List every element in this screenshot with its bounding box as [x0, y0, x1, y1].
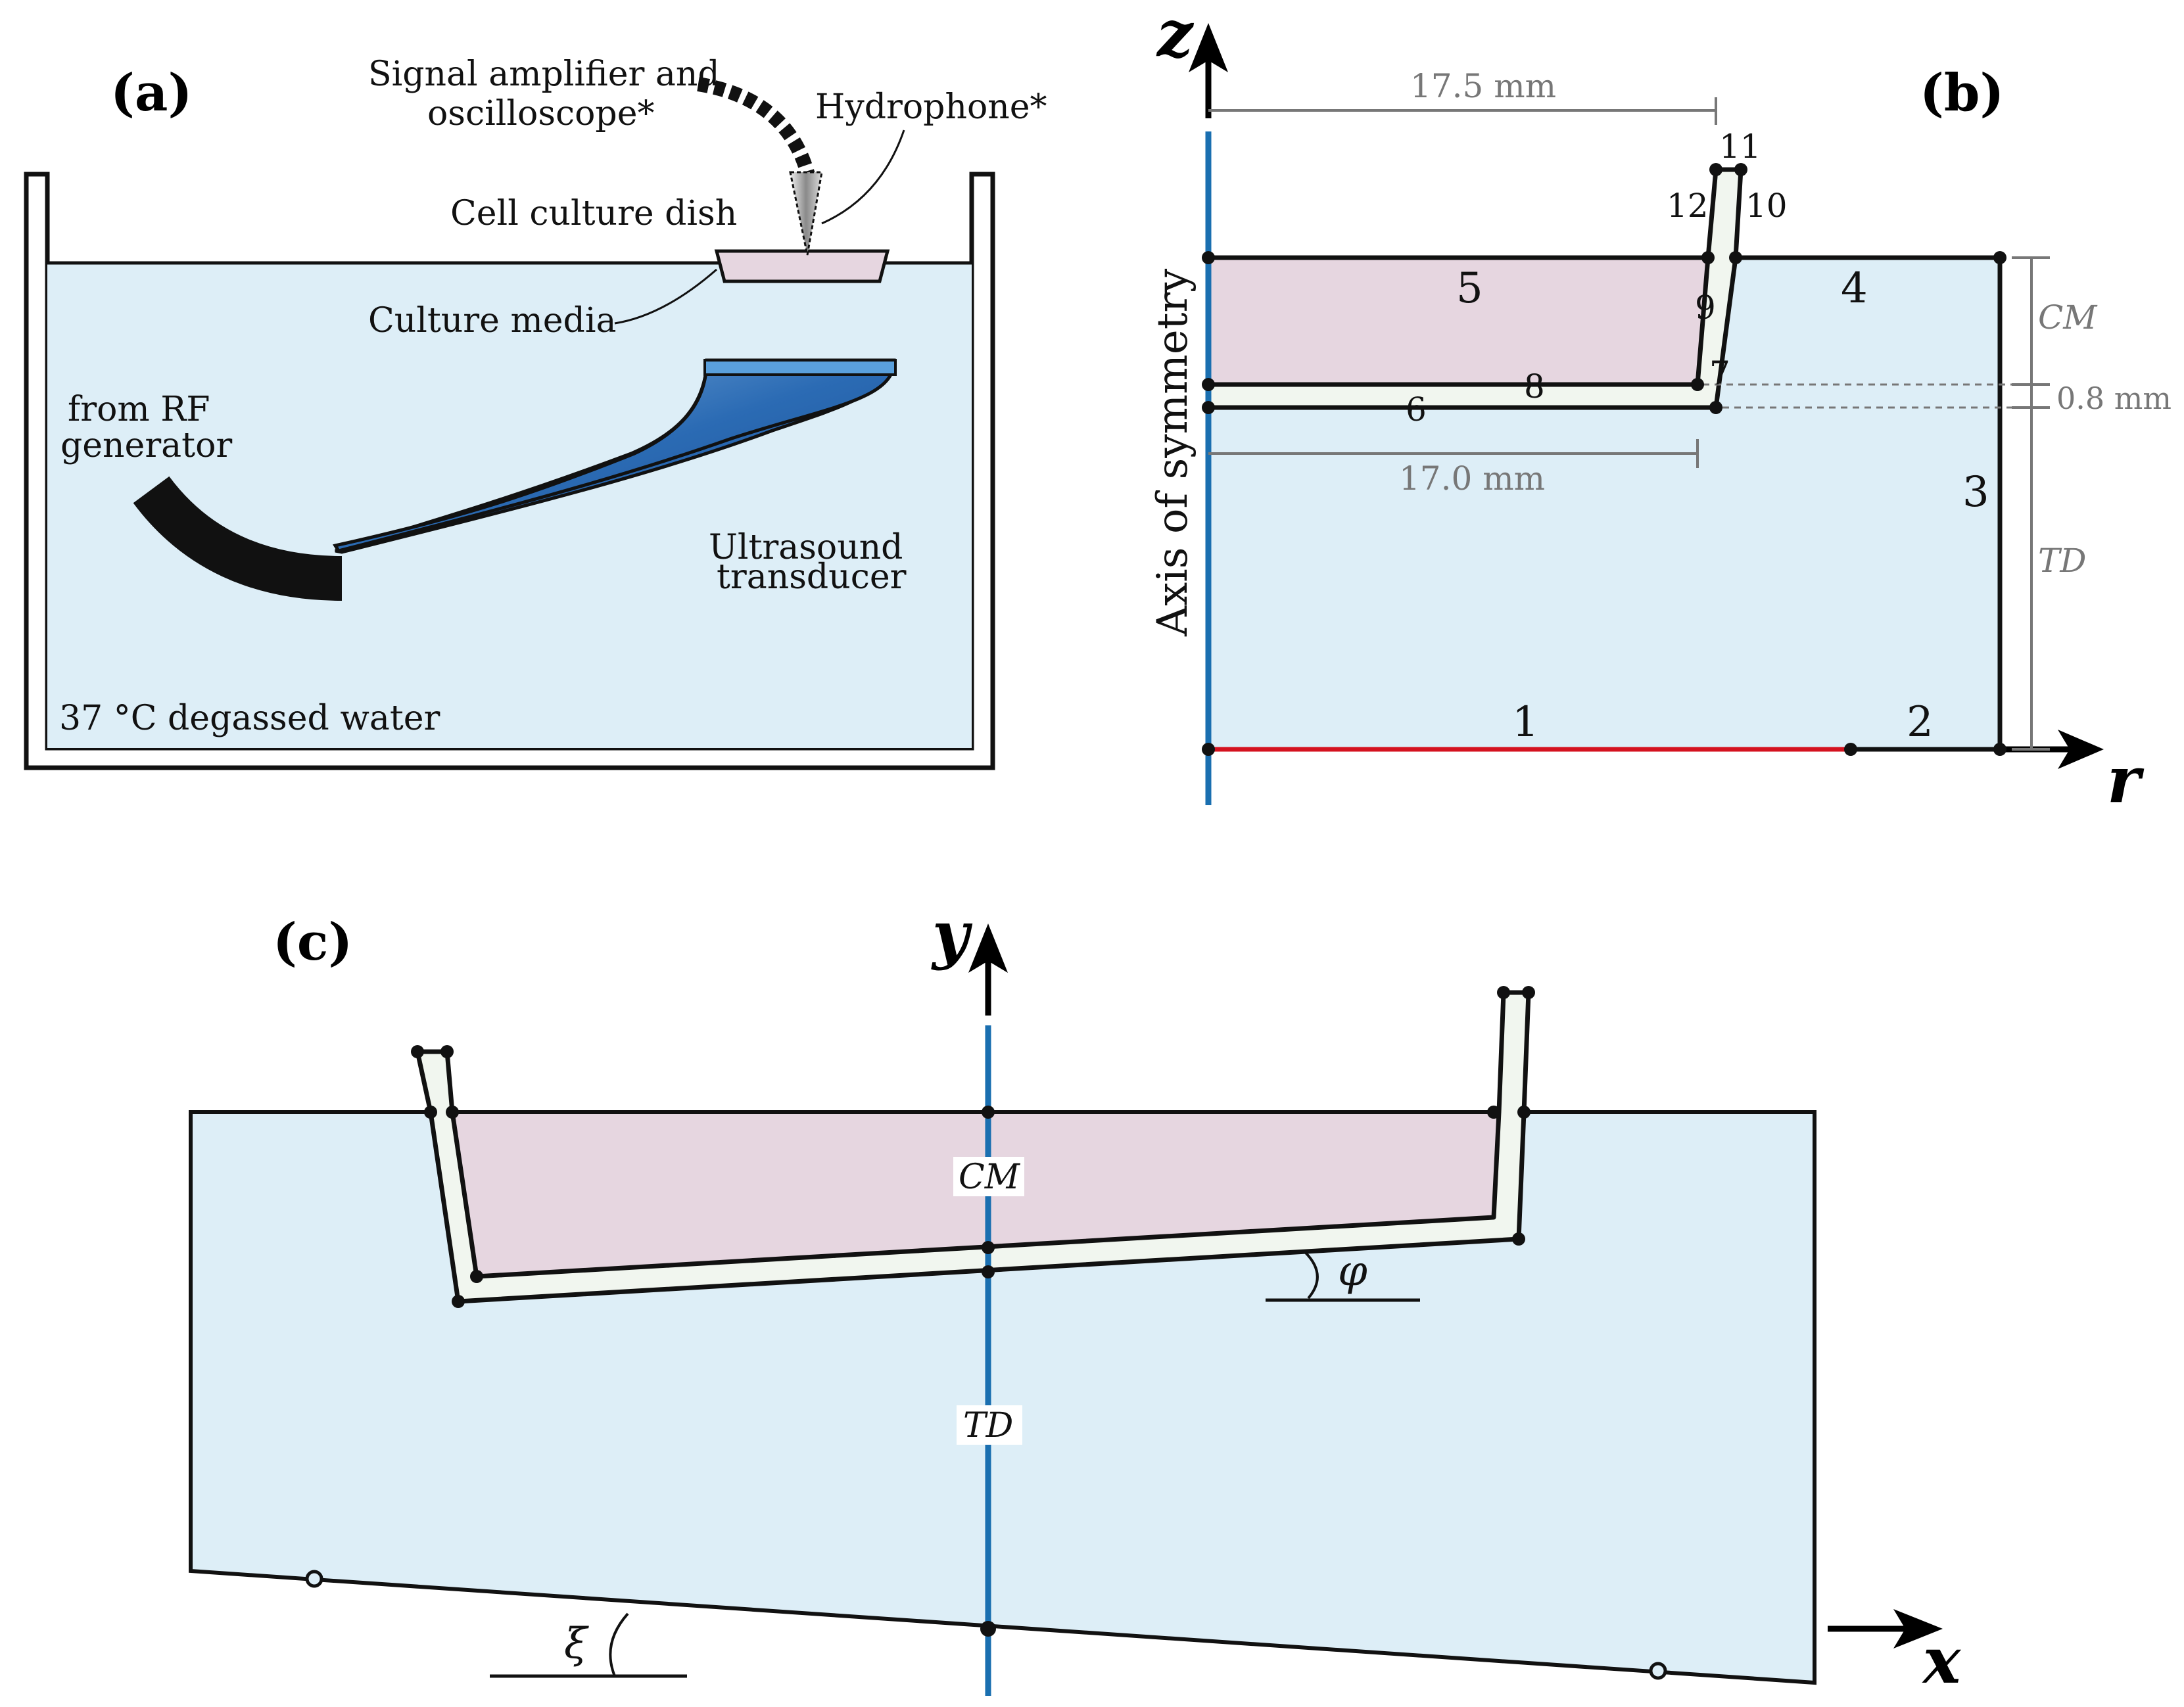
culture-media-label: Culture media: [368, 301, 616, 340]
z-arrowhead: [1189, 23, 1228, 72]
cm-label-b: CM: [2038, 298, 2098, 337]
boundary-1: 1: [1512, 698, 1539, 747]
x-arrowhead: [1893, 1609, 1943, 1649]
water-label: 37 °C degassed water: [59, 699, 440, 738]
cm-label-c: CM: [959, 1157, 1021, 1197]
panel-c: (c) y x CM TD φ ξ: [189, 897, 1962, 1698]
hydrophone-label: Hydrophone*: [815, 87, 1047, 127]
dimension-17-0: [1208, 439, 1699, 468]
transducer-label-1: Ultrasound: [709, 528, 903, 567]
boundary-9: 9: [1695, 289, 1716, 327]
boundary-12: 12: [1667, 187, 1709, 225]
panel-c-label: (c): [273, 912, 352, 972]
hydrophone-cable: [697, 77, 816, 179]
dim-17-5-label: 17.5 mm: [1410, 67, 1556, 105]
dimension-17-5: [1208, 97, 1717, 125]
dimension-cm-td: [2012, 256, 2050, 751]
panel-a: (a) Signal amplifier and oscilloscope* H…: [24, 55, 1047, 770]
cell-culture-dish-label: Cell culture dish: [450, 194, 737, 233]
rf-cable: [133, 476, 343, 601]
x-axis-label: x: [1922, 1624, 1962, 1698]
open-vertex-right: [1649, 1662, 1667, 1680]
boundary-10: 10: [1745, 187, 1788, 225]
td-label-b: TD: [2038, 542, 2086, 580]
boundary-11: 11: [1719, 128, 1761, 166]
xi-label: ξ: [564, 1620, 589, 1668]
panel-b: (b) z r Axis of symmetry 17.5 mm 17.0 mm…: [1149, 0, 2172, 817]
axis-of-symmetry-label: Axis of symmetry: [1149, 269, 1197, 637]
phi-arc: [1304, 1251, 1319, 1299]
boundary-2: 2: [1907, 698, 1934, 747]
y-arrowhead: [968, 924, 1008, 973]
panel-b-label: (b): [1920, 63, 2004, 123]
td-label-c: TD: [963, 1406, 1013, 1445]
gap-guides: [1703, 383, 2012, 409]
rf-generator-label-1: from RF: [68, 390, 210, 429]
transducer-face: [703, 359, 897, 376]
phi-label: φ: [1338, 1247, 1367, 1296]
r-axis-label: r: [2107, 743, 2145, 817]
boundary-8: 8: [1524, 367, 1545, 406]
cm-box-c: [953, 1157, 1024, 1196]
transducer-label-2: transducer: [717, 557, 907, 597]
cell-culture-dish: [714, 249, 890, 283]
vertices-b: [1202, 163, 2006, 756]
dim-17-0-label: 17.0 mm: [1399, 459, 1545, 498]
rf-generator-label-2: generator: [60, 426, 232, 465]
boundary-6: 6: [1406, 390, 1427, 429]
media-leader: [614, 268, 717, 325]
dim-gap-label: 0.8 mm: [2056, 381, 2172, 416]
panel-a-label: (a): [110, 63, 192, 123]
r-arrowhead: [2058, 730, 2104, 769]
hydrophone-probe: [789, 171, 823, 256]
boundary-5: 5: [1456, 264, 1483, 313]
signal-amplifier-label-2: oscilloscope*: [427, 94, 655, 133]
signal-amplifier-label-1: Signal amplifier and: [368, 55, 720, 94]
media-domain-b: [1208, 258, 1708, 385]
boundary-4: 4: [1841, 264, 1868, 313]
water-domain-b: [1208, 258, 2000, 749]
open-vertex-left: [305, 1570, 323, 1588]
xi-arc: [609, 1612, 629, 1677]
td-box-c: [957, 1405, 1022, 1445]
vertices-c: [411, 986, 1535, 1637]
boundary-3: 3: [1962, 468, 1989, 517]
hydrophone-leader: [821, 129, 905, 225]
z-axis-label: z: [1156, 0, 1195, 71]
y-axis-label: y: [931, 897, 973, 971]
boundary-7: 7: [1709, 354, 1730, 392]
